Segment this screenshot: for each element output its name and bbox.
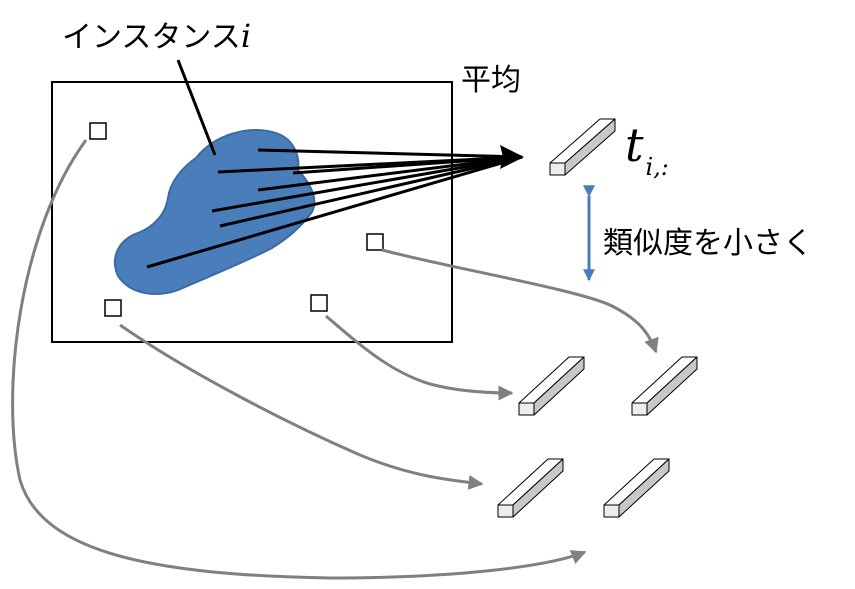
token-subscript: i,: [645, 153, 669, 181]
token-label: ti,: [625, 118, 669, 181]
patch-arrow [325, 314, 514, 401]
token-patch [497, 458, 564, 518]
pooling-arrowhead [500, 145, 524, 169]
instance-leader-line [176, 59, 217, 156]
token-patch [631, 356, 698, 416]
token-patch [518, 356, 585, 416]
similarity-label: 類似度を小さく [603, 226, 813, 261]
patch-square [310, 294, 328, 312]
token-patch [603, 458, 670, 518]
patch-square [104, 299, 122, 317]
patch-squares [89, 122, 384, 317]
instance-label-var: i [240, 17, 252, 55]
token-average [549, 118, 616, 176]
patch-arrows [11, 139, 659, 580]
average-label: 平均 [461, 63, 521, 98]
patch-square [89, 122, 107, 140]
patch-arrow [381, 248, 659, 354]
patch-arrow [11, 139, 587, 580]
token-symbol: t [625, 118, 644, 172]
patch-arrow [119, 323, 484, 490]
patch-square [366, 233, 384, 251]
pooling-arrows [146, 148, 523, 269]
instance-label: インスタンスi [62, 12, 251, 56]
instance-label-text: インスタンス [62, 20, 241, 55]
